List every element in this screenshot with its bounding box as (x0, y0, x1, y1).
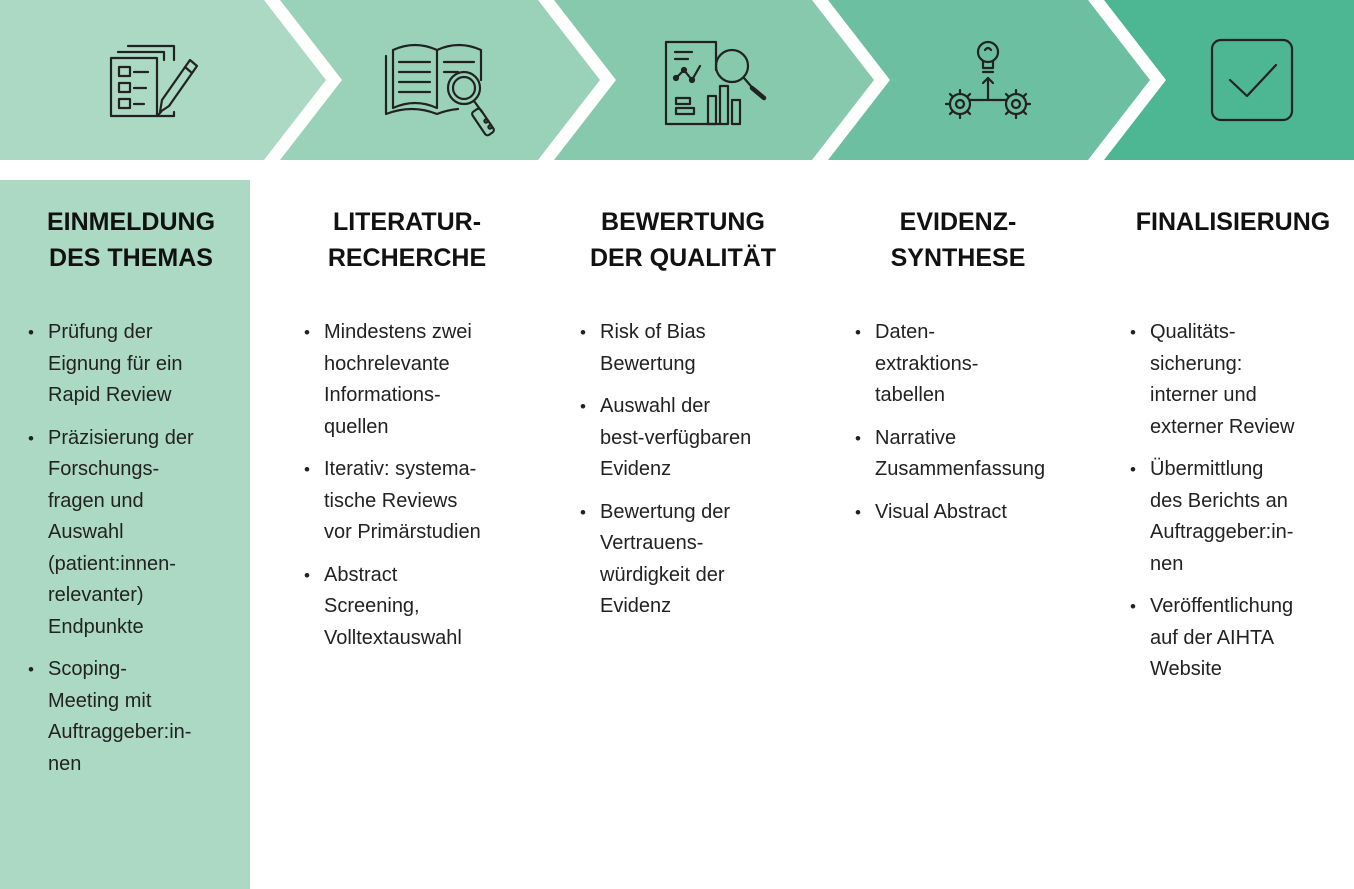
list-item: Prüfung der Eignung für ein Rapid Review (26, 317, 236, 412)
list-item: Veröffentlichung auf der AIHTA Website (1128, 591, 1338, 686)
list-item: Übermittlung des Berichts an Auftraggebe… (1128, 454, 1338, 580)
checkbox-icon (1210, 38, 1294, 122)
step-list: Qualitäts- sicherung: interner und exter… (1128, 317, 1338, 686)
step-column-5: FINALISIERUNG Qualitäts- sicherung: inte… (1102, 180, 1352, 889)
list-item: Präzisierung der Forschungs- fragen und … (26, 423, 236, 644)
step-list: Daten- extraktions- tabellen Narrative Z… (853, 317, 1063, 528)
process-arrow-band (0, 0, 1354, 160)
step-title: EVIDENZ- SYNTHESE (890, 208, 1026, 272)
checklist-pencil-icon (109, 44, 199, 118)
arrow-step-1 (0, 0, 326, 160)
step-title: FINALISIERUNG (1135, 208, 1331, 236)
list-item: Scoping- Meeting mit Auftraggeber:in- ne… (26, 654, 236, 780)
arrow-step-3 (554, 0, 874, 160)
report-chart-magnifier-icon (664, 40, 767, 126)
book-magnifier-icon (384, 43, 495, 137)
list-item: Bewertung der Vertrauens- würdigkeit der… (578, 497, 788, 623)
list-item: Risk of Bias Bewertung (578, 317, 788, 380)
step-list: Risk of Bias Bewertung Auswahl der best-… (578, 317, 788, 623)
list-item: Narrative Zusammenfassung (853, 423, 1063, 486)
step-column-1: EINMELDUNG DES THEMAS Prüfung der Eignun… (0, 180, 250, 889)
arrow-step-2 (280, 0, 600, 160)
list-item: Abstract Screening, Volltextauswahl (302, 560, 512, 655)
step-title: EINMELDUNG DES THEMAS (46, 208, 216, 272)
step-title: LITERATUR- RECHERCHE (327, 208, 487, 272)
step-list: Mindestens zwei hochrelevante Informatio… (302, 317, 512, 654)
step-list: Prüfung der Eignung für ein Rapid Review… (26, 317, 236, 780)
list-item: Qualitäts- sicherung: interner und exter… (1128, 317, 1338, 443)
step-column-4: EVIDENZ- SYNTHESE Daten- extraktions- ta… (827, 180, 1077, 889)
list-item: Iterativ: systema- tische Reviews vor Pr… (302, 454, 512, 549)
list-item: Visual Abstract (853, 497, 1063, 529)
lightbulb-gears-icon (944, 40, 1032, 120)
step-title: BEWERTUNG DER QUALITÄT (589, 208, 777, 272)
list-item: Daten- extraktions- tabellen (853, 317, 1063, 412)
list-item: Mindestens zwei hochrelevante Informatio… (302, 317, 512, 443)
list-item: Auswahl der best-verfügbaren Evidenz (578, 391, 788, 486)
step-column-2: LITERATUR- RECHERCHE Mindestens zwei hoc… (276, 180, 526, 889)
step-column-3: BEWERTUNG DER QUALITÄT Risk of Bias Bewe… (552, 180, 802, 889)
